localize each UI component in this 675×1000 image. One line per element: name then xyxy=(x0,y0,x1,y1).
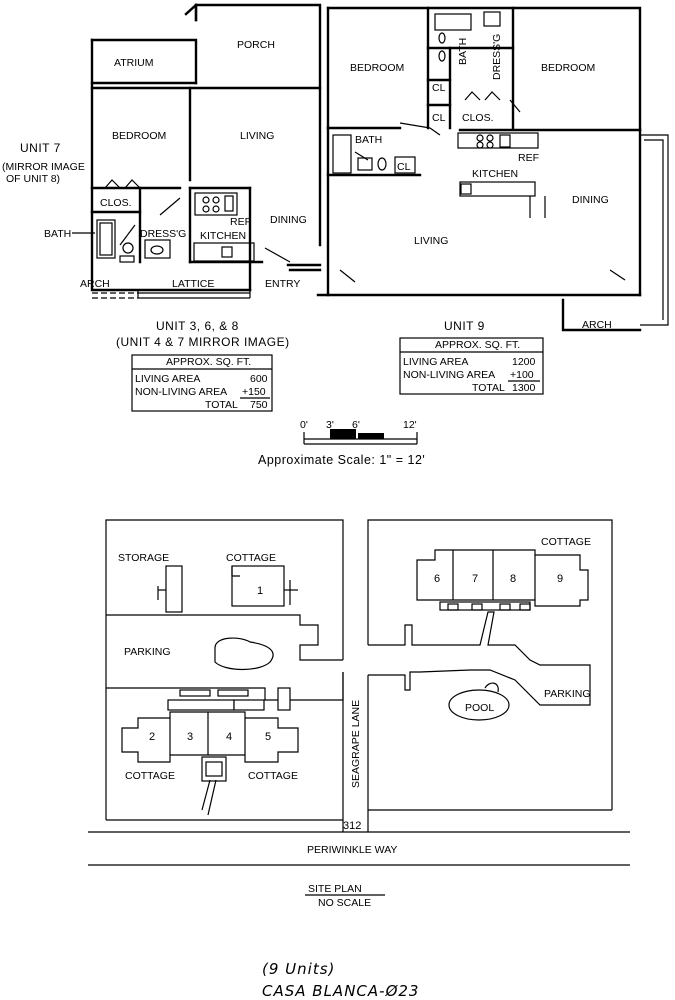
label-dressing-9: DRESS'G xyxy=(491,34,503,80)
table-9-nonliving-value: +100 xyxy=(510,369,534,381)
site-unit-7: 7 xyxy=(472,573,478,585)
site-unit-6: 6 xyxy=(434,573,440,585)
site-cottage-bottom-left-label: COTTAGE xyxy=(125,770,175,782)
site-unit-1: 1 xyxy=(257,585,263,597)
site-cottage-top-left-label: COTTAGE xyxy=(226,552,276,564)
label-arch: ARCH xyxy=(80,278,110,290)
units-count: (9 Units) xyxy=(262,960,335,978)
table-9-header: APPROX. SQ. FT. xyxy=(435,339,520,351)
table-368-living-value: 600 xyxy=(250,373,268,385)
sqft-table-unit-368 xyxy=(131,354,273,412)
unit-368-subtitle: (UNIT 4 & 7 MIRROR IMAGE) xyxy=(116,335,290,349)
site-unit-2: 2 xyxy=(149,731,155,743)
site-unit-5: 5 xyxy=(265,731,271,743)
table-9-total-value: 1300 xyxy=(512,382,536,394)
label-living: LIVING xyxy=(240,130,274,142)
scale-tick-0: 0' xyxy=(300,419,308,431)
site-storage-label: STORAGE xyxy=(118,552,169,564)
table-368-nonliving-value: +150 xyxy=(242,386,266,398)
label-bedroom-right: BEDROOM xyxy=(541,62,595,74)
table-9-total-label: TOTAL xyxy=(472,382,505,394)
table-368-living-label: LIVING AREA xyxy=(135,373,200,385)
label-lattice: LATTICE xyxy=(172,278,214,290)
label-closet-4: CL xyxy=(397,161,411,173)
table-368-total-label: TOTAL xyxy=(205,399,238,411)
site-plan-note: NO SCALE xyxy=(318,897,371,909)
site-parking-right-label: PARKING xyxy=(544,688,590,700)
unit-9-title: UNIT 9 xyxy=(444,319,485,333)
label-dressing: DRESS'G xyxy=(140,228,186,240)
site-pool-label: POOL xyxy=(465,702,494,714)
site-parking-left-label: PARKING xyxy=(124,646,170,658)
scale-bar xyxy=(303,429,418,445)
site-unit-3: 3 xyxy=(187,731,193,743)
unit-7-note-line1: (MIRROR IMAGE xyxy=(2,161,85,173)
site-unit-9: 9 xyxy=(557,573,563,585)
label-dining: DINING xyxy=(270,214,307,226)
scale-tick-12: 12' xyxy=(403,419,417,431)
label-porch: PORCH xyxy=(237,39,275,51)
unit-7-note-line2: OF UNIT 8) xyxy=(6,173,60,185)
unit-7-floor-plan xyxy=(90,3,322,299)
site-plan xyxy=(88,519,630,866)
table-368-nonliving-label: NON-LIVING AREA xyxy=(135,386,227,398)
label-kitchen-9: KITCHEN xyxy=(472,168,518,180)
label-bedroom: BEDROOM xyxy=(112,130,166,142)
site-lane-label: SEAGRAPE LANE xyxy=(350,700,362,788)
scale-tick-6: 6' xyxy=(352,419,360,431)
unit-368-title: UNIT 3, 6, & 8 xyxy=(156,319,239,333)
site-plan-title: SITE PLAN xyxy=(308,883,362,895)
site-address-label: 312 xyxy=(343,820,361,832)
site-unit-8: 8 xyxy=(510,573,516,585)
table-368-total-value: 750 xyxy=(250,399,268,411)
label-kitchen: KITCHEN xyxy=(200,230,246,242)
table-9-nonliving-label: NON-LIVING AREA xyxy=(403,369,495,381)
unit-9-floor-plan xyxy=(316,6,669,332)
label-entry: ENTRY xyxy=(265,278,300,290)
label-bath-9: BATH xyxy=(355,134,382,146)
unit-7-title: UNIT 7 xyxy=(20,141,61,155)
label-ref: REF xyxy=(230,216,251,228)
label-atrium: ATRIUM xyxy=(114,57,153,69)
property-name: CASA BLANCA-Ø23 xyxy=(262,982,419,1000)
label-bath-top: BATH xyxy=(457,38,469,65)
label-closet-3: CLOS. xyxy=(462,112,494,124)
label-closet: CLOS. xyxy=(100,197,132,209)
site-cottage-top-right-label: COTTAGE xyxy=(541,536,591,548)
site-cottage-bottom-right-label: COTTAGE xyxy=(248,770,298,782)
label-living-9: LIVING xyxy=(414,235,448,247)
site-unit-4: 4 xyxy=(226,731,232,743)
sqft-table-unit-9 xyxy=(399,337,544,395)
label-ref-9: REF xyxy=(518,152,539,164)
label-bath: BATH xyxy=(44,228,71,240)
label-closet-2: CL xyxy=(432,112,446,124)
table-9-living-label: LIVING AREA xyxy=(403,356,468,368)
site-road-label: PERIWINKLE WAY xyxy=(307,844,397,856)
label-arch-9: ARCH xyxy=(582,319,612,331)
scale-caption: Approximate Scale: 1" = 12' xyxy=(258,453,425,467)
label-bedroom-left: BEDROOM xyxy=(350,62,404,74)
table-9-living-value: 1200 xyxy=(512,356,536,368)
label-dining-9: DINING xyxy=(572,194,609,206)
label-closet-1: CL xyxy=(432,82,446,94)
table-368-header: APPROX. SQ. FT. xyxy=(166,356,251,368)
scale-tick-3: 3' xyxy=(326,419,334,431)
